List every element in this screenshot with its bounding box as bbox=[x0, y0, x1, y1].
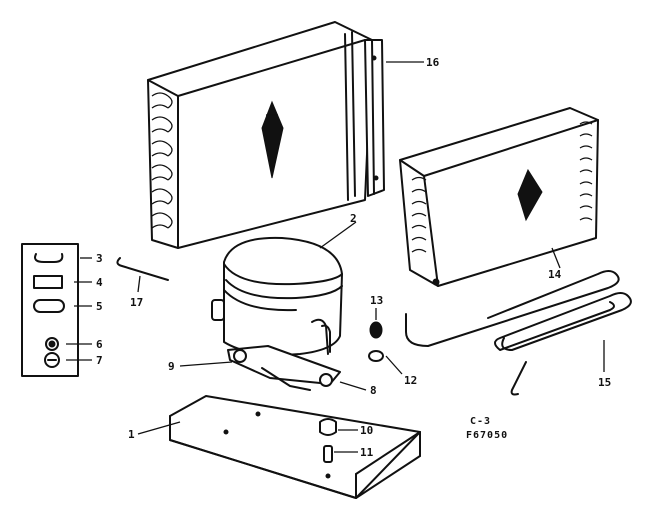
label-5: 5 bbox=[96, 300, 103, 313]
tube-17 bbox=[116, 257, 169, 281]
compressor bbox=[211, 236, 343, 356]
label-1: 1 bbox=[128, 428, 135, 441]
figure-code-line2: F67050 bbox=[466, 430, 508, 441]
label-10: 10 bbox=[360, 424, 373, 437]
label-16: 16 bbox=[426, 56, 440, 69]
label-13: 13 bbox=[370, 294, 383, 307]
washer-12 bbox=[368, 350, 384, 362]
grommet-13 bbox=[369, 321, 383, 339]
figure-code-line1: C-3 bbox=[470, 416, 491, 427]
bolt-11 bbox=[323, 445, 333, 463]
mount-bracket bbox=[227, 345, 341, 391]
tubing-assembly bbox=[405, 270, 632, 396]
label-3: 3 bbox=[96, 252, 103, 265]
label-6: 6 bbox=[96, 338, 103, 351]
label-14: 14 bbox=[548, 268, 562, 281]
label-2: 2 bbox=[350, 212, 357, 225]
shroud-bracket bbox=[364, 39, 385, 197]
label-9: 9 bbox=[168, 360, 175, 373]
mount-10 bbox=[319, 418, 337, 436]
label-7: 7 bbox=[96, 354, 103, 367]
label-4: 4 bbox=[96, 276, 103, 289]
label-17: 17 bbox=[130, 296, 143, 309]
callout-labels: 1 2 3 4 5 6 7 8 9 10 11 12 13 14 15 16 1… bbox=[96, 56, 611, 459]
figure-code: C-3 F67050 bbox=[466, 416, 508, 441]
evaporator-coil bbox=[399, 107, 599, 287]
label-8: 8 bbox=[370, 384, 377, 397]
label-11: 11 bbox=[360, 446, 374, 459]
leader-lines bbox=[66, 61, 605, 453]
base-pan bbox=[169, 395, 421, 499]
condenser-coil bbox=[147, 21, 373, 249]
label-15: 15 bbox=[598, 376, 611, 389]
label-12: 12 bbox=[404, 374, 417, 387]
small-parts-group bbox=[21, 243, 79, 377]
